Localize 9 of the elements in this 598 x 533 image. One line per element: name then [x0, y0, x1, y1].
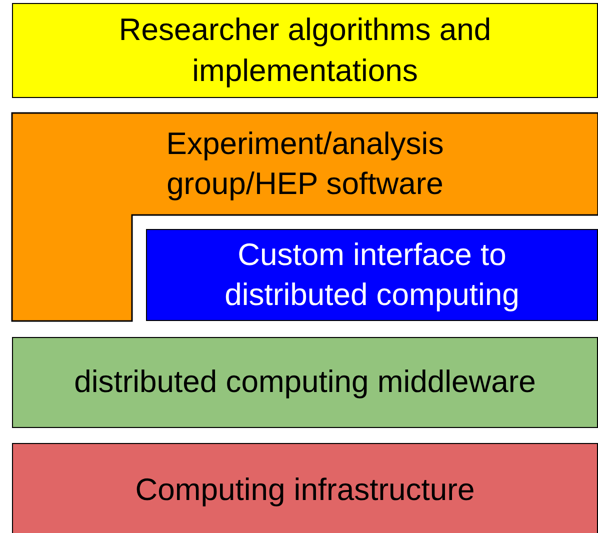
layer-label: Custom interface to distributed computing	[224, 236, 520, 314]
layer-box	[12, 443, 598, 533]
layer-label: Computing infrastructure	[134, 471, 476, 510]
layer-label: Experiment/analysis group/HEP software	[165, 124, 445, 203]
layer-box	[146, 229, 598, 321]
layer-label: distributed computing middleware	[73, 363, 537, 402]
layer-box	[12, 3, 598, 98]
layer-box	[12, 337, 598, 428]
layer-label: Researcher algorithms and implementations	[118, 11, 492, 90]
